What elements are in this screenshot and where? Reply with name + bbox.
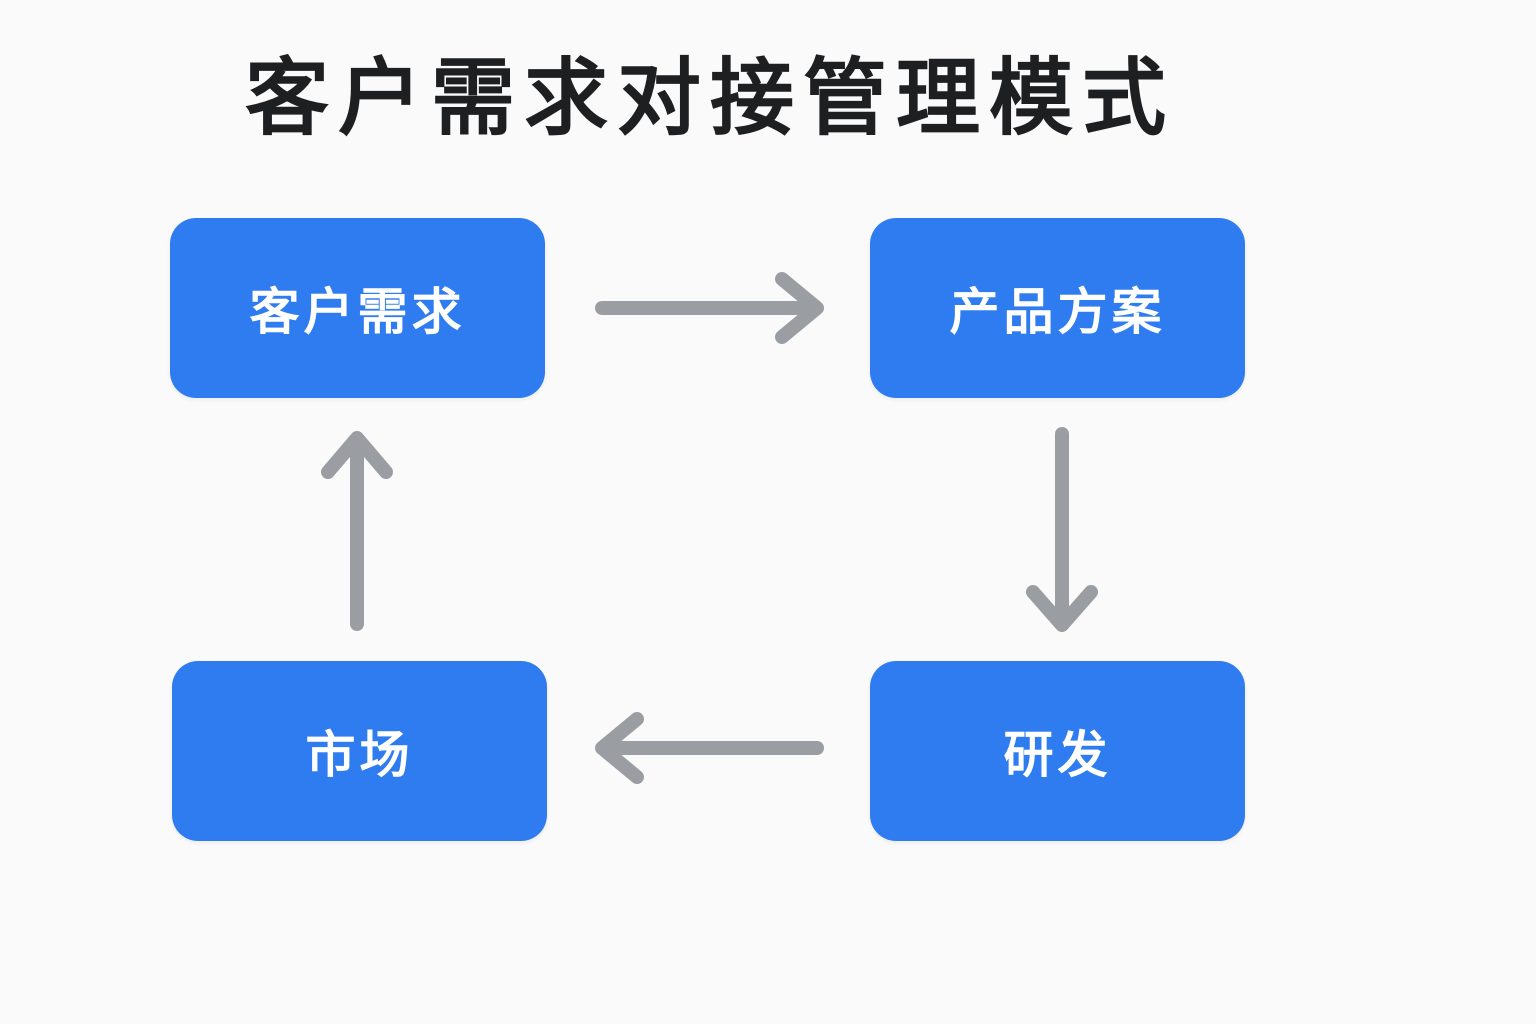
arrow-up-head [321, 431, 393, 479]
node-customer-demand-label: 客户需求 [249, 284, 466, 340]
arrow-up-icon [321, 431, 393, 631]
node-product-plan: 产品方案 [870, 218, 1245, 398]
node-rnd: 研发 [870, 661, 1245, 841]
arrow-left-icon [595, 712, 824, 784]
arrow-right-icon [595, 272, 824, 344]
node-product-plan-label: 产品方案 [949, 284, 1166, 340]
page-title: 客户需求对接管理模式 [244, 51, 1176, 145]
node-rnd-label: 研发 [1003, 727, 1112, 783]
arrow-down-head [1026, 585, 1098, 632]
node-market: 市场 [172, 661, 547, 841]
arrow-right-head [775, 272, 824, 344]
node-customer-demand: 客户需求 [170, 218, 545, 398]
arrow-down-icon [1026, 427, 1098, 632]
arrow-left-head [595, 712, 644, 784]
node-market-label: 市场 [305, 727, 414, 783]
